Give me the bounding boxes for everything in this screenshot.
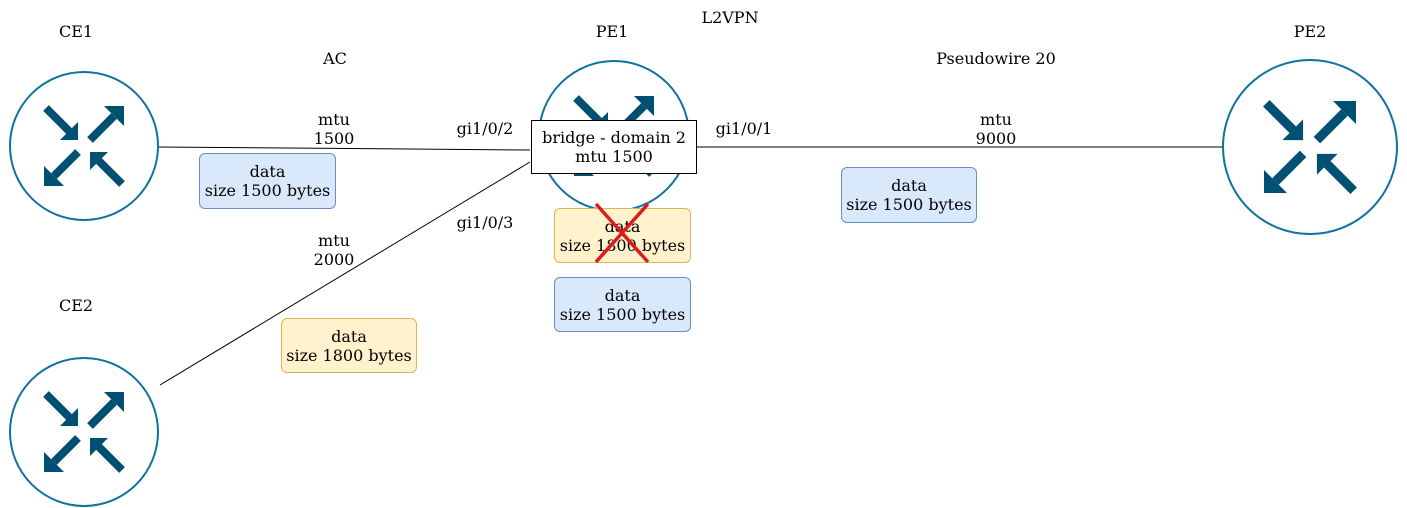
mtu-ce1-pe1-label: mtu 1500 <box>313 110 355 148</box>
router-ce2-label: CE2 <box>58 296 94 315</box>
data-box-pseudowire: data size 1500 bytes <box>841 167 977 223</box>
interface-gi1-0-1-label: gi1/0/1 <box>715 119 773 138</box>
pseudowire-label: Pseudowire 20 <box>936 49 1056 68</box>
router-pe2-icon[interactable] <box>1222 59 1398 235</box>
dropped-cross-icon <box>594 202 650 264</box>
data-box-pe1-forwarded: data size 1500 bytes <box>554 277 691 332</box>
diagram-title: L2VPN <box>701 8 759 27</box>
mtu-ce2-pe1-label: mtu 2000 <box>313 231 355 269</box>
router-ce1-label: CE1 <box>58 22 94 41</box>
mtu-pe1-pe2-label: mtu 9000 <box>975 110 1017 148</box>
router-pe1-label: PE1 <box>595 22 629 41</box>
router-pe2-label: PE2 <box>1293 22 1327 41</box>
link-ce2-pe1 <box>159 161 531 386</box>
data-box-ce2-link: data size 1800 bytes <box>281 318 417 373</box>
bridge-domain-box[interactable]: bridge - domain 2 mtu 1500 <box>531 120 697 174</box>
link-ce1-pe1 <box>157 146 531 151</box>
data-box-ce1-link: data size 1500 bytes <box>199 153 336 209</box>
ac-label: AC <box>323 49 347 68</box>
interface-gi1-0-2-label: gi1/0/2 <box>456 119 514 138</box>
router-ce2-icon[interactable] <box>9 357 159 507</box>
router-ce1-icon[interactable] <box>9 71 159 221</box>
interface-gi1-0-3-label: gi1/0/3 <box>456 213 514 232</box>
